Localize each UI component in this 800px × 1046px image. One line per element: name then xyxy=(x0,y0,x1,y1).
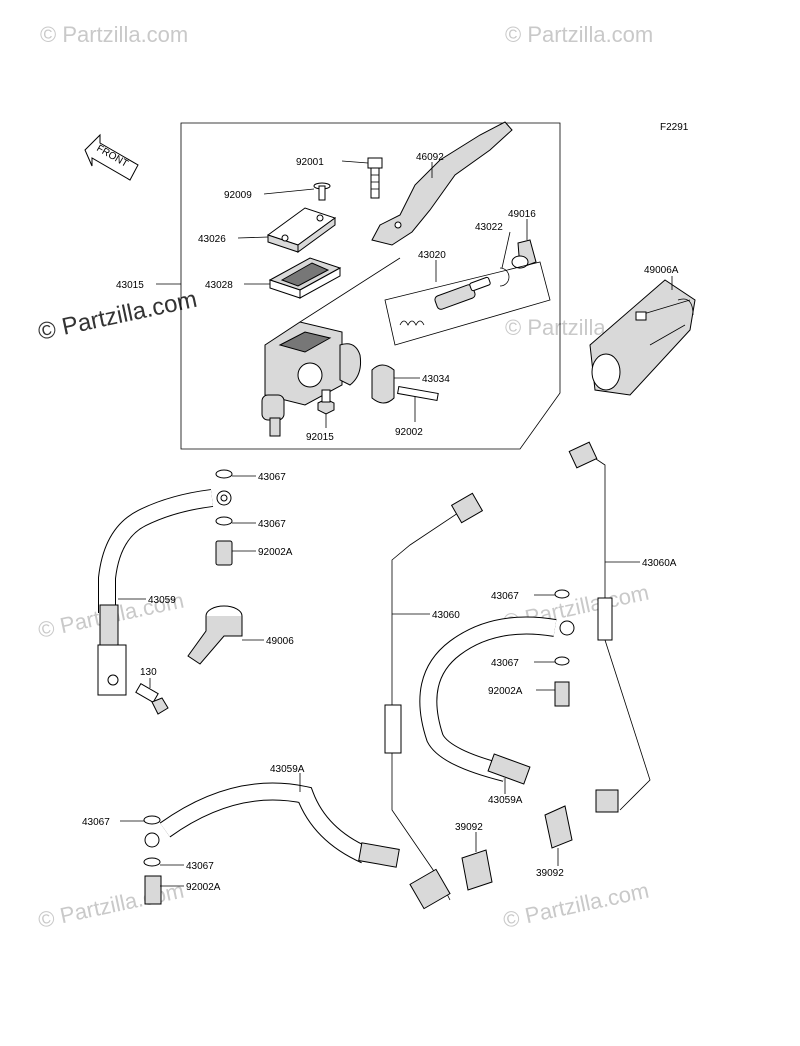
leader-lines xyxy=(118,160,673,887)
screw-92009-icon xyxy=(313,182,331,201)
pipe-43060A-icon xyxy=(568,441,651,813)
label-92015: 92015 xyxy=(306,432,334,443)
clamp-43034-icon xyxy=(371,364,439,404)
label-43067-b: 43067 xyxy=(258,519,286,530)
label-43067-a: 43067 xyxy=(258,472,286,483)
reservoir-cap-43026-icon xyxy=(266,207,337,253)
label-43022: 43022 xyxy=(475,222,503,233)
piston-43020-icon xyxy=(399,276,491,326)
label-92002A-c: 92002A xyxy=(186,882,221,893)
label-43026: 43026 xyxy=(198,234,226,245)
label-43020: 43020 xyxy=(418,250,446,261)
watermark-bottom-right: © Partzilla.com xyxy=(501,878,651,933)
part-labels: 92001 46092 92009 43026 43022 49016 4302… xyxy=(82,152,679,893)
boot-49016-icon xyxy=(511,239,537,269)
diaphragm-43028-icon xyxy=(268,257,342,299)
bolt-130-icon xyxy=(135,682,169,715)
label-46092: 46092 xyxy=(416,152,444,163)
watermark-top-left: © Partzilla.com xyxy=(40,22,188,47)
label-43059A-bottom: 43059A xyxy=(270,764,305,775)
front-arrow-icon: FRONT xyxy=(84,133,139,181)
label-43015: 43015 xyxy=(116,280,144,291)
circlip-43022-icon xyxy=(499,267,510,287)
label-43059: 43059 xyxy=(148,595,176,606)
lever-46092-icon xyxy=(371,121,513,246)
label-49006: 49006 xyxy=(266,636,294,647)
boot-49006-icon xyxy=(187,605,243,665)
hose-43059-icon xyxy=(97,469,233,696)
clip-39092-right-icon xyxy=(544,805,573,849)
hose-43059A-center-icon xyxy=(419,589,575,785)
piston-kit-box xyxy=(384,261,551,346)
label-43060A: 43060A xyxy=(642,558,677,569)
watermark-main: © Partzilla.com xyxy=(36,286,200,346)
label-39092-a: 39092 xyxy=(455,822,483,833)
label-43067-f: 43067 xyxy=(186,861,214,872)
label-43067-d: 43067 xyxy=(491,658,519,669)
label-39092-b: 39092 xyxy=(536,868,564,879)
assembly-box xyxy=(180,122,561,450)
hose-43059A-bottom-icon xyxy=(143,782,400,905)
label-130: 130 xyxy=(140,667,157,678)
master-cylinder-43015-icon xyxy=(261,321,361,437)
pipe-43060-icon xyxy=(384,492,484,910)
reservoir-49006A-icon xyxy=(589,279,696,396)
label-92001: 92001 xyxy=(296,157,324,168)
label-92002A-b: 92002A xyxy=(488,686,523,697)
label-92002A-a: 92002A xyxy=(258,547,293,558)
bolt-92015-icon xyxy=(317,389,335,415)
label-43059A-center: 43059A xyxy=(488,795,523,806)
watermark-top-right: © Partzilla.com xyxy=(505,22,653,47)
bolt-92001-icon xyxy=(367,157,383,199)
clip-39092-left-icon xyxy=(461,849,493,891)
label-43060: 43060 xyxy=(432,610,460,621)
label-43067-e: 43067 xyxy=(82,817,110,828)
figure-code: F2291 xyxy=(660,122,689,133)
label-43034: 43034 xyxy=(422,374,450,385)
label-43028: 43028 xyxy=(205,280,233,291)
label-49016: 49016 xyxy=(508,209,536,220)
label-92002: 92002 xyxy=(395,427,423,438)
label-49006A: 49006A xyxy=(644,265,679,276)
label-92009: 92009 xyxy=(224,190,252,201)
label-43067-c: 43067 xyxy=(491,591,519,602)
